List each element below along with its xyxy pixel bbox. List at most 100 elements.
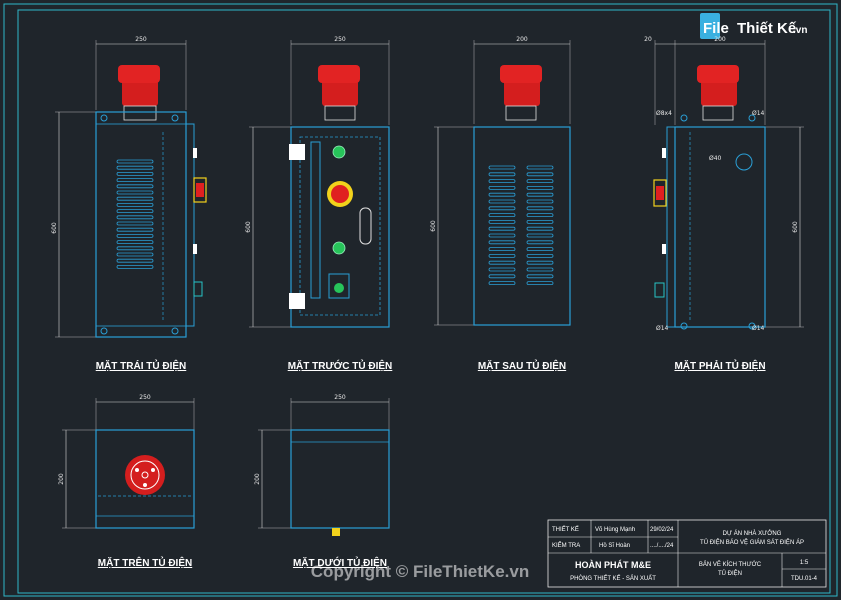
- front-width-dim: 250: [334, 36, 346, 43]
- louver-slot: [526, 185, 554, 190]
- bottom-gland: [332, 528, 340, 536]
- louver-slot: [526, 240, 554, 245]
- louver-slot: [116, 202, 154, 207]
- front-hinge-top: [289, 144, 305, 160]
- louver-slot: [488, 165, 516, 170]
- louver-slot: [116, 240, 154, 245]
- louver-slot: [116, 178, 154, 183]
- louver-slot: [116, 184, 154, 189]
- louver-slot: [526, 253, 554, 258]
- louver-slot: [526, 274, 554, 279]
- label-front-view: MẶT TRƯỚC TỦ ĐIỆN: [288, 359, 393, 372]
- view-right: 200 20 600 Ø8x4 Ø14 Ø40 Ø14 Ø14: [644, 36, 804, 332]
- front-handle: [310, 141, 321, 299]
- logo-text-thiet: Thiết Kế: [737, 20, 797, 37]
- back-width-dim: 200: [516, 36, 528, 43]
- tb-designer-name: Võ Hùng Mạnh: [595, 527, 635, 533]
- louver-slot: [116, 159, 154, 164]
- louver-slot: [526, 226, 554, 231]
- louver-slot: [526, 165, 554, 170]
- front-meter: [359, 207, 372, 245]
- louver-slot: [488, 260, 516, 265]
- back-louvers: [488, 165, 554, 286]
- left-siren: [122, 80, 158, 106]
- louver-slot: [116, 171, 154, 176]
- louver-slot: [488, 206, 516, 211]
- label-back-view: MẶT SAU TỦ ĐIỆN: [478, 359, 566, 372]
- back-cabinet-body: [473, 126, 571, 326]
- tb-company: HOÀN PHÁT M&E: [575, 560, 651, 570]
- logo-icon: [700, 13, 720, 39]
- left-gland: [193, 281, 203, 297]
- view-front: 250 600: [245, 36, 390, 328]
- louver-slot: [526, 219, 554, 224]
- top-height-dim: 200: [58, 473, 65, 485]
- louver-slot: [116, 246, 154, 251]
- tb-drawing-title-2: TỦ ĐIỆN: [718, 569, 742, 577]
- right-width-dim: 200: [714, 36, 726, 43]
- louver-slot: [116, 190, 154, 195]
- louver-slot: [526, 260, 554, 265]
- louver-slot: [116, 215, 154, 220]
- top-cabinet-body: [95, 429, 195, 529]
- louver-slot: [116, 227, 154, 232]
- louver-slot: [116, 209, 154, 214]
- view-back: 200 600: [430, 36, 571, 326]
- louver-slot: [116, 233, 154, 238]
- outer-frame: [3, 3, 838, 597]
- front-indicator-green-bottom: [332, 241, 346, 255]
- louver-slot: [526, 247, 554, 252]
- left-cabinet-body: [95, 111, 187, 338]
- tb-checker-name: Hồ Sĩ Hoàn: [599, 543, 630, 549]
- louver-slot: [488, 219, 516, 224]
- louver-slot: [488, 281, 516, 286]
- louver-slot: [488, 247, 516, 252]
- right-siren: [701, 80, 737, 106]
- bottom-cabinet-body: [290, 429, 390, 529]
- left-louvers: [116, 159, 154, 269]
- louver-slot: [488, 172, 516, 177]
- label-top-view: MẶT TRÊN TỦ ĐIỆN: [98, 556, 192, 569]
- tb-project-line1: DỰ ÁN NHÀ XƯỞNG: [723, 530, 782, 537]
- louver-slot: [488, 213, 516, 218]
- view-top: 250 200: [58, 394, 195, 529]
- right-hole-tl: Ø8x4: [656, 110, 672, 117]
- tb-check-date: ..../..../24: [650, 543, 674, 549]
- right-offset-dim: 20: [644, 36, 652, 43]
- front-height-dim: 600: [245, 221, 252, 233]
- tb-department: PHÒNG THIẾT KẾ - SẢN XUẤT: [570, 575, 656, 582]
- louver-slot: [526, 281, 554, 286]
- left-hinge-lock: [193, 177, 207, 203]
- inner-frame: [17, 9, 831, 594]
- logo: File Thiết Kế .vn: [700, 13, 807, 39]
- louver-slot: [526, 199, 554, 204]
- louver-slot: [488, 253, 516, 258]
- logo-text-domain: .vn: [793, 25, 807, 36]
- tb-drawing-title-1: BẢN VẼ KÍCH THƯỚC: [699, 561, 762, 568]
- right-hinge-lock: [653, 179, 667, 207]
- tb-drawing-no: TDU.01-4: [791, 576, 818, 582]
- right-hole-40: [735, 153, 753, 171]
- louver-slot: [526, 206, 554, 211]
- louver-slot: [488, 267, 516, 272]
- louver-slot: [488, 199, 516, 204]
- left-width-dim: 250: [135, 36, 147, 43]
- front-cabinet-body: [290, 126, 390, 328]
- title-block: THIẾT KẾ Võ Hùng Mạnh 29/02/24 KIỂM TRA …: [547, 519, 827, 588]
- right-hole-bl: Ø14: [656, 325, 669, 332]
- top-width-dim: 250: [139, 394, 151, 401]
- louver-slot: [526, 172, 554, 177]
- label-bottom-view: MẶT DƯỚI TỦ ĐIỆN: [293, 556, 387, 569]
- louver-slot: [526, 192, 554, 197]
- label-left-view: MẶT TRÁI TỦ ĐIỆN: [96, 359, 187, 372]
- back-siren: [504, 80, 540, 106]
- right-hole-br: Ø14: [752, 325, 765, 332]
- front-indicator-green-top: [332, 145, 346, 159]
- right-hole-tr: Ø14: [752, 110, 765, 117]
- louver-slot: [488, 233, 516, 238]
- louver-slot: [116, 264, 154, 269]
- label-right-view: MẶT PHẢI TỦ ĐIỆN: [674, 359, 765, 372]
- louver-slot: [488, 226, 516, 231]
- front-selector: [328, 273, 350, 299]
- louver-slot: [488, 274, 516, 279]
